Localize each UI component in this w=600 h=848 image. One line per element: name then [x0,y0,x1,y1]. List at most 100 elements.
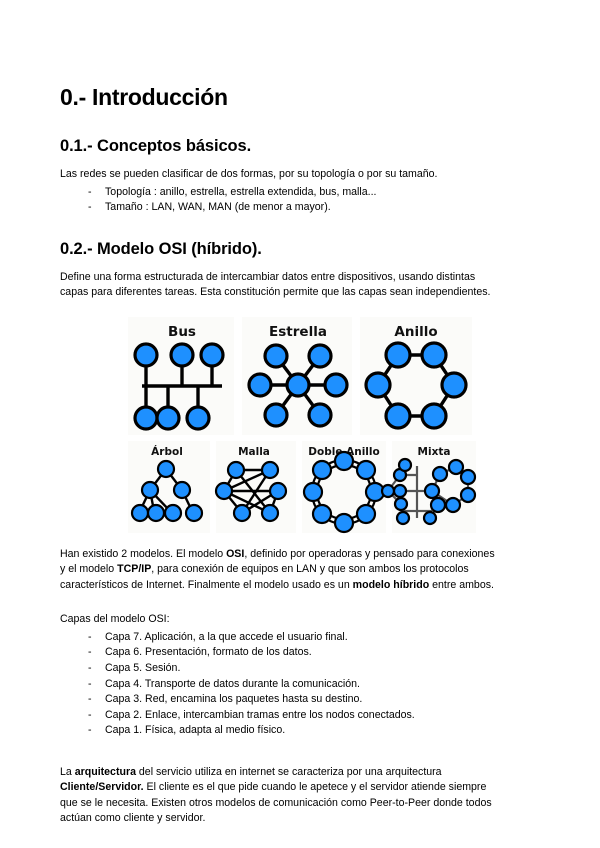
list-item-label: Capa 5. Sesión. [105,661,181,674]
node [447,458,465,475]
node [393,496,409,511]
node [384,341,412,369]
models-line-3-post: entre ambos. [429,578,494,591]
label-arbol: Árbol [151,445,183,458]
label-anillo: Anillo [394,324,437,340]
section-heading-0-2: 0.2.- Modelo OSI (híbrido). [60,239,262,258]
label-bus: Bus [168,324,196,340]
intro-line-1: Define una forma estructurada de interca… [60,270,476,283]
arch-line-4: actúan como cliente y servidor. [60,812,206,825]
node [302,481,324,502]
node [392,483,408,498]
models-line-2-bold: TCP/IP [117,563,152,576]
node [155,405,181,431]
network-topologies-diagram: Bus Estrella [128,316,477,533]
node [199,342,225,368]
node [397,457,413,472]
arch-line-2-bold: Cliente/Servidor. [60,781,144,794]
node [146,503,166,522]
list-item: -Capa 6. Presentación, formato de los da… [60,645,540,661]
node [307,343,333,369]
node [214,481,234,500]
node [440,371,468,399]
bullet-marker: - [88,630,92,643]
bullet-marker: - [88,693,92,706]
node [355,459,377,480]
node [311,503,333,524]
node [459,486,477,503]
list-item: -Capa 5. Sesión. [60,661,540,677]
label-malla: Malla [238,446,270,458]
models-line-2-post: , para conexión de equipos en LAN y que … [151,563,469,576]
topologies-figure: Bus Estrella [60,301,540,537]
list-item-label: Capa 6. Presentación, formato de los dat… [105,646,312,659]
arch-line-1-bold: arquitectura [74,765,136,778]
models-line-3-bold: modelo híbrido [352,578,430,591]
topology-mixta [380,457,477,525]
models-line-1-bold: OSI [226,547,245,560]
node [444,496,462,513]
arch-line-1-pre: La [60,765,75,778]
spacer [60,739,540,755]
node-hub [285,372,311,398]
list-item-label: Capa 1. Física, adapta al medio físico. [105,724,286,737]
list-item: -Capa 7. Aplicación, a la que accede el … [60,630,540,646]
section-heading-0-1: 0.1.- Conceptos básicos. [60,137,252,156]
node [420,402,448,430]
node [169,342,195,368]
list-item-label: Capa 7. Aplicación, a la que accede el u… [105,630,348,643]
list-item-label: Capa 3. Red, encamina los paquetes hasta… [105,693,363,706]
classification-list: -Topología : anillo, estrella, estrella … [60,183,540,216]
node [395,510,411,525]
models-line-1-post: , definido por operadoras y pensado para… [244,547,495,560]
bullet-marker: - [88,661,92,674]
topology-doble-anillo [302,450,386,533]
node [247,372,273,398]
bullet-marker: - [88,677,92,690]
models-line-1-pre: Han existido 2 modelos. El modelo [60,547,227,560]
node [184,503,204,522]
node [429,496,447,513]
architecture-paragraph: La arquitectura del servicio utiliza en … [60,755,540,827]
node [333,512,355,533]
list-item-label: Capa 4. Transporte de datos durante la c… [105,677,360,690]
models-paragraph: Han existido 2 modelos. El modelo OSI, d… [60,537,540,594]
list-item: -Capa 4. Transporte de datos durante la … [60,677,540,693]
node [130,503,150,522]
node [232,503,252,522]
topology-anillo [364,341,468,430]
node [263,402,289,428]
node [431,465,449,482]
node [364,371,392,399]
node [420,341,448,369]
node [355,503,377,524]
node [422,510,438,525]
bullet-marker: - [88,708,92,721]
node [323,372,349,398]
node [459,468,477,485]
bullet-marker: - [88,185,92,198]
label-estrella: Estrella [269,324,327,340]
list-item: -Tamaño : LAN, WAN, MAN (de menor a mayo… [60,200,540,216]
topology-bus [133,342,225,431]
section-0-2-intro: Define una forma estructurada de interca… [60,260,540,301]
node [380,483,396,498]
node [172,480,192,499]
node [260,460,280,479]
section-0-1-intro: Las redes se pueden clasificar de dos fo… [60,168,438,181]
node [133,342,159,368]
node [156,459,176,478]
list-item: -Capa 3. Red, encamina los paquetes hast… [60,692,540,708]
osi-layers-intro: Capas del modelo OSI: [60,613,170,626]
node [140,480,160,499]
topology-malla [214,460,288,522]
topology-estrella [247,343,349,428]
node [384,402,412,430]
node [333,450,355,471]
topology-arbol [130,459,204,522]
models-line-2-pre: y el modelo [60,563,118,576]
arch-line-1-post: del servicio utiliza en internet se cara… [135,765,442,778]
node [260,503,280,522]
list-item-label: Topología : anillo, estrella, estrella e… [105,185,377,198]
